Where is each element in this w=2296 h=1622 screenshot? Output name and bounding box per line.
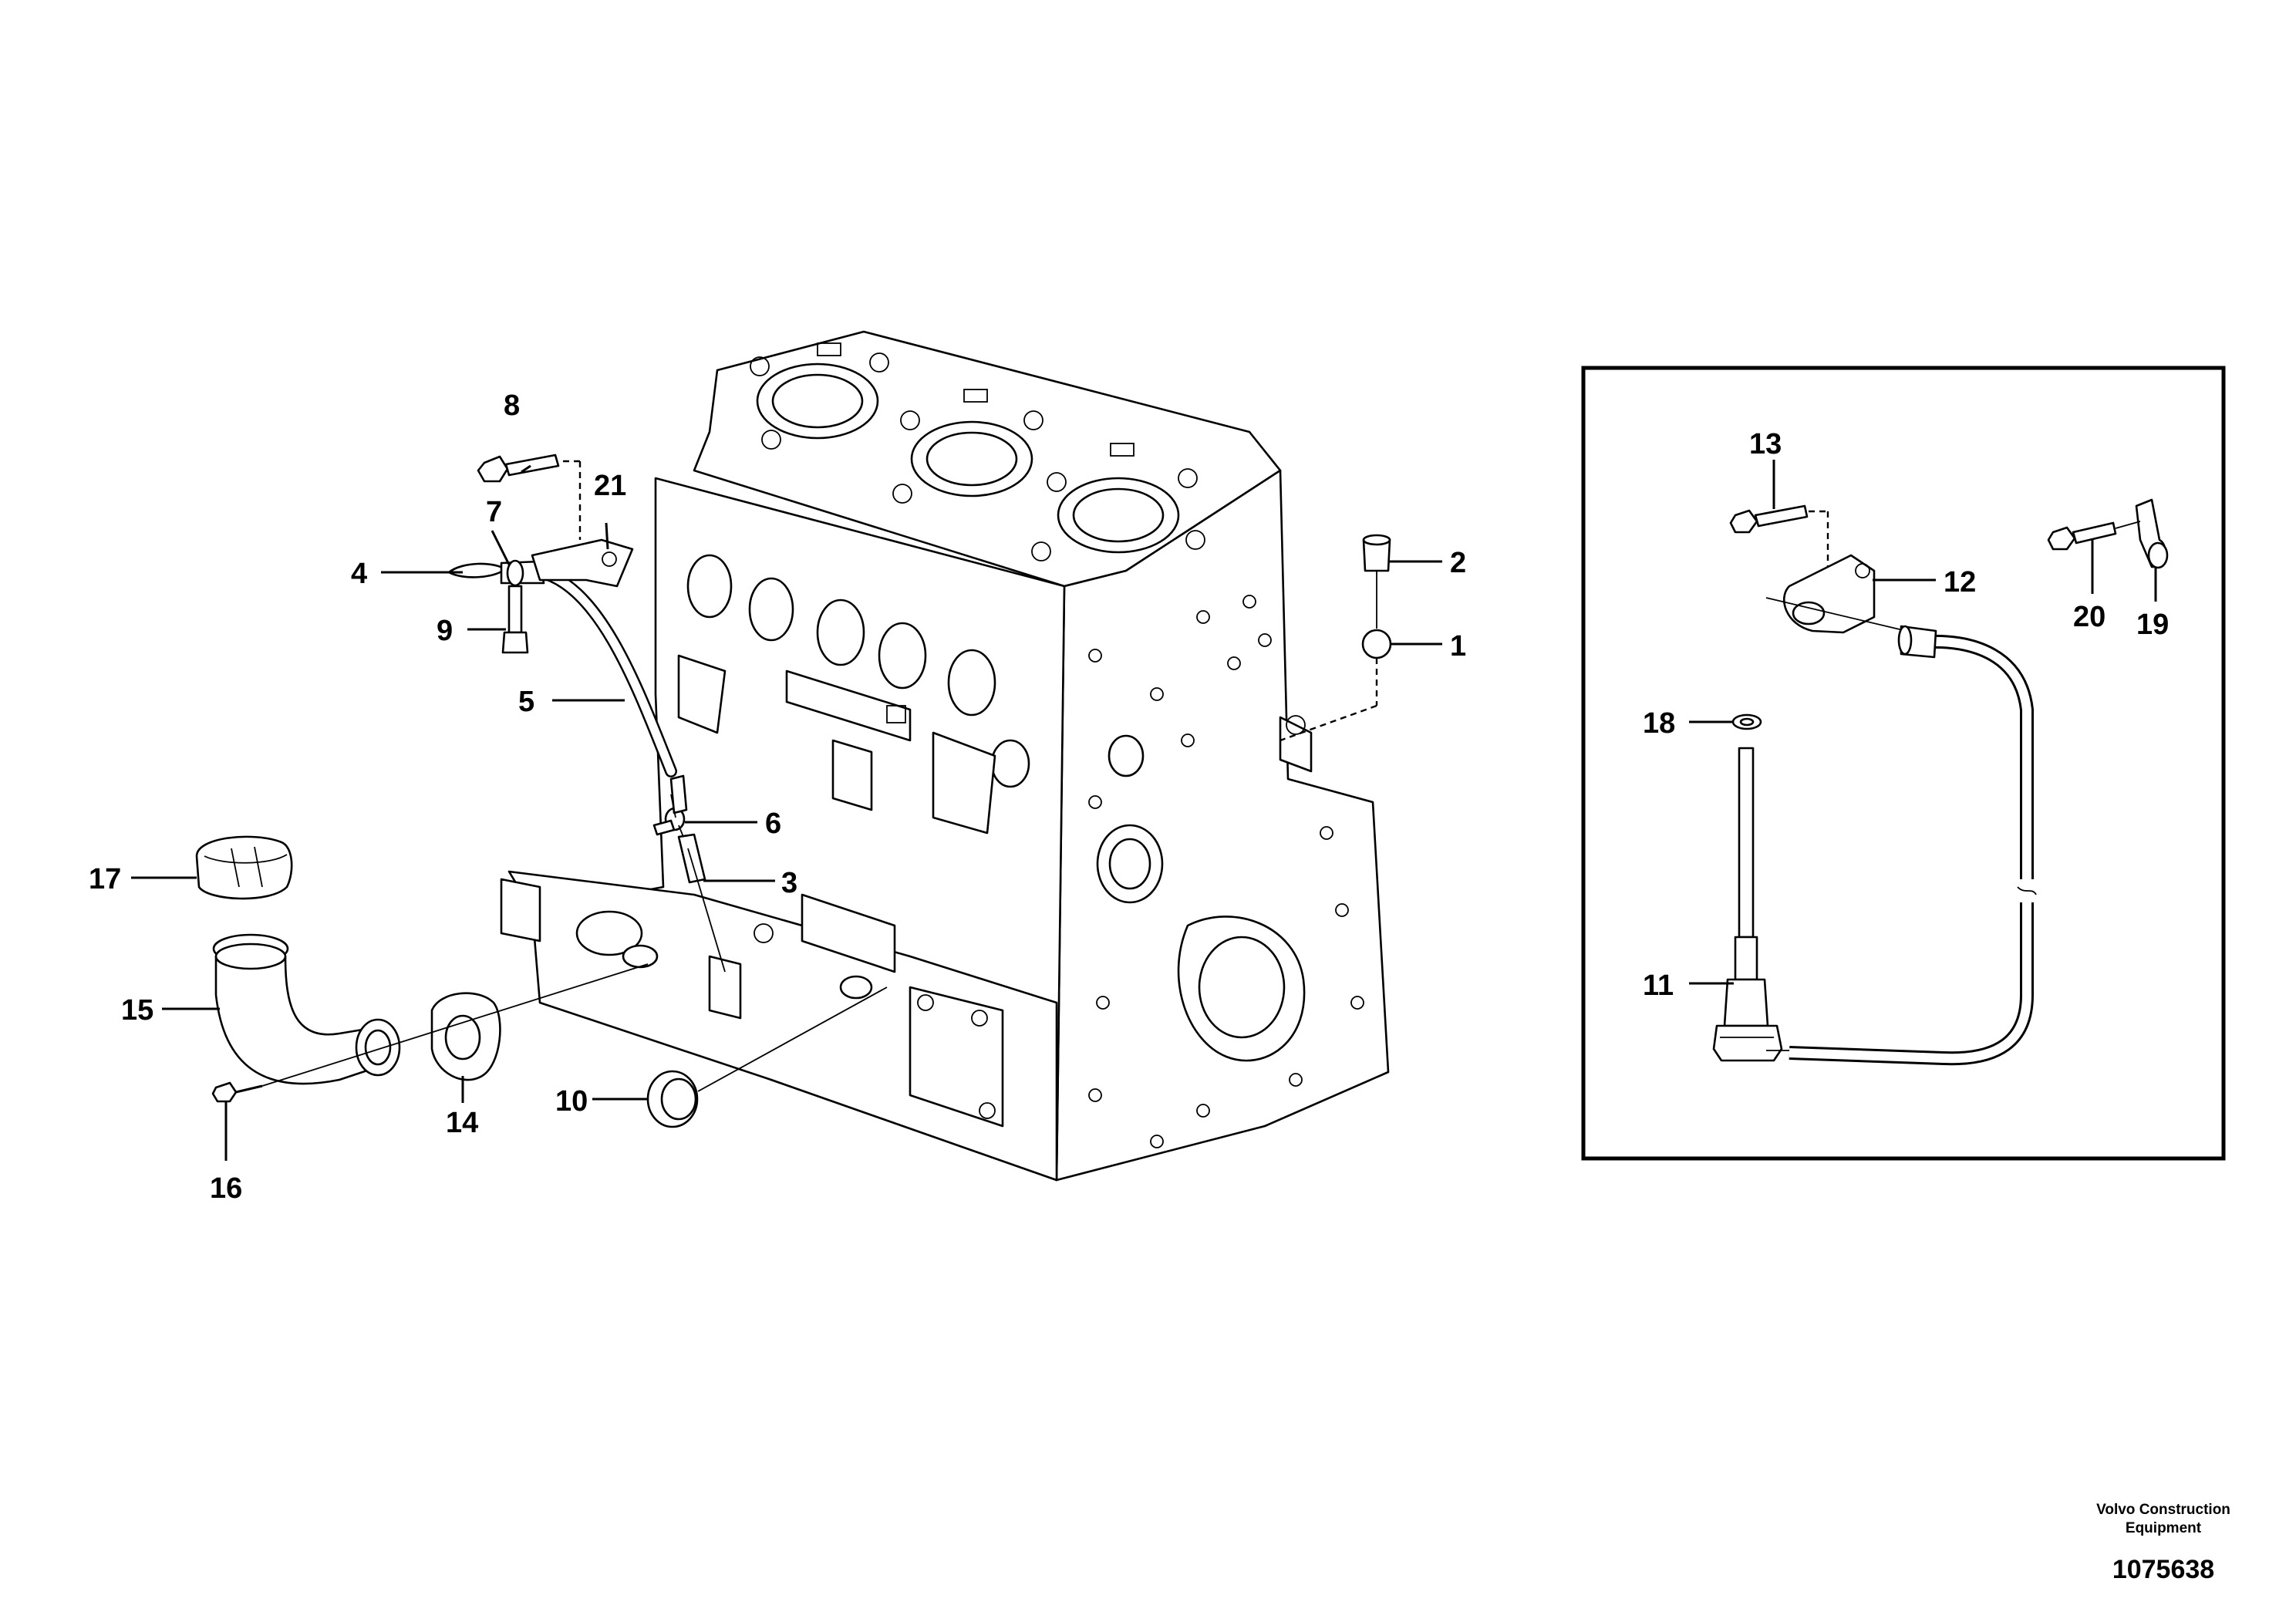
callout-13: 13 <box>1749 428 1782 460</box>
callout-2: 2 <box>1450 547 1466 579</box>
leader-lines <box>131 460 2157 1161</box>
callout-19: 19 <box>2136 609 2169 641</box>
callout-10: 10 <box>555 1085 588 1118</box>
callout-3: 3 <box>781 867 797 899</box>
callout-20: 20 <box>2073 601 2106 633</box>
callout-12: 12 <box>1944 566 1976 599</box>
callout-15: 15 <box>121 994 153 1027</box>
callout-16: 16 <box>210 1172 242 1205</box>
engine-block <box>500 330 1390 1182</box>
callout-5: 5 <box>518 686 534 718</box>
callout-8: 8 <box>504 389 520 422</box>
callout-7: 7 <box>486 496 502 528</box>
company-name-line1: Volvo Construction <box>2096 1502 2230 1518</box>
callout-labels: 1 2 3 4 5 6 7 8 9 10 11 12 13 14 15 16 1… <box>89 389 2169 1205</box>
detail-inset <box>1581 366 2226 1161</box>
callout-11: 11 <box>1643 969 1674 1002</box>
plug-assembly <box>1279 534 1392 742</box>
callout-18: 18 <box>1643 707 1675 740</box>
callout-1: 1 <box>1450 630 1466 663</box>
callout-9: 9 <box>437 615 453 647</box>
callout-4: 4 <box>351 558 367 590</box>
oil-filler-assembly <box>195 835 888 1128</box>
callout-21: 21 <box>594 470 626 502</box>
callout-17: 17 <box>89 863 121 895</box>
callout-6: 6 <box>765 808 781 840</box>
company-name-line2: Equipment <box>2125 1520 2202 1536</box>
callout-14: 14 <box>446 1107 478 1139</box>
dipstick-tube-assembly <box>447 454 726 973</box>
document-number: 1075638 <box>2112 1555 2215 1584</box>
